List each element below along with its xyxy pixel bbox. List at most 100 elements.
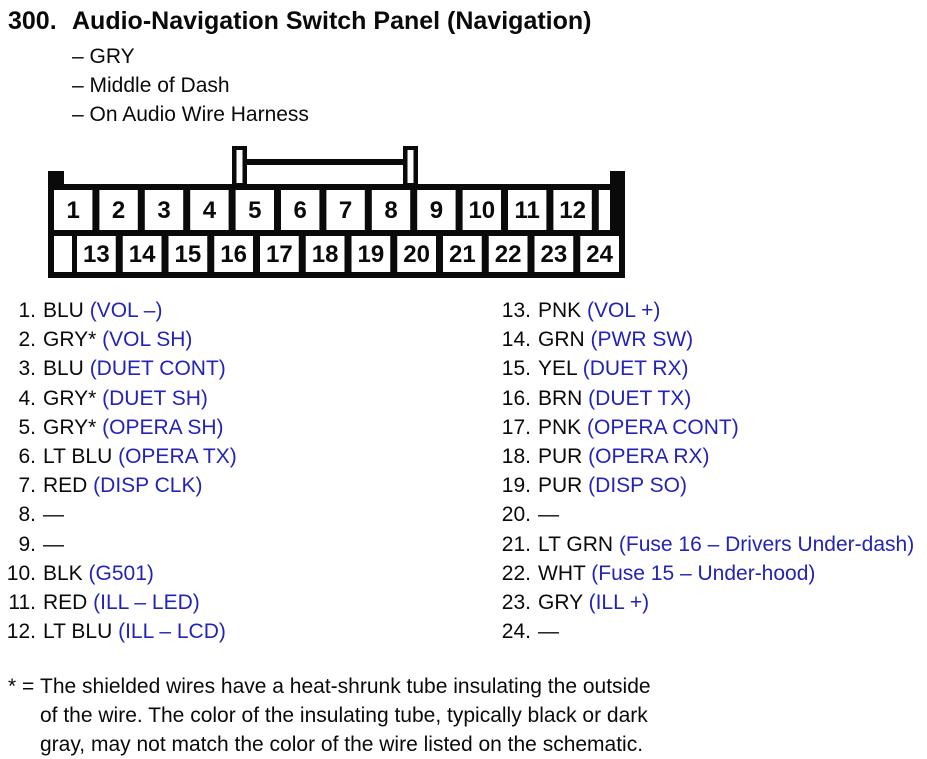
wire-color: — bbox=[538, 620, 559, 644]
connector-pin-cell bbox=[122, 236, 162, 272]
pin-entry: GRY* (OPERA SH) bbox=[43, 416, 224, 439]
pin-row: 6.LT BLU (OPERA TX) bbox=[0, 442, 470, 471]
wire-color: RED bbox=[43, 590, 88, 614]
pin-entry: PUR (OPERA RX) bbox=[538, 445, 710, 468]
footnote-line: The shielded wires have a heat-shrunk tu… bbox=[40, 675, 651, 698]
pin-entry: RED (ILL – LED) bbox=[43, 591, 200, 614]
connector-pin-cell bbox=[534, 236, 574, 272]
connector-pin-label: 1 bbox=[67, 197, 80, 224]
pin-row: 11.RED (ILL – LED) bbox=[0, 588, 470, 617]
signal-name: (ILL – LCD) bbox=[112, 620, 226, 644]
section-number: 300. bbox=[8, 7, 57, 35]
connector-pin-cell bbox=[305, 236, 345, 272]
pin-list-left: 1. BLU (VOL –) 2.GRY* (VOL SH) 3. BLU (DUET … bbox=[0, 296, 470, 646]
pin-number: 13. bbox=[501, 299, 531, 322]
wire-color: — bbox=[43, 532, 64, 556]
pin-number: 10. bbox=[6, 561, 36, 585]
pin-row: 4.GRY* (DUET SH) bbox=[0, 384, 470, 413]
pin-number: 5. bbox=[18, 415, 36, 439]
pin-entry: BLU (VOL –) bbox=[43, 299, 162, 322]
pin-entry: GRN (PWR SW) bbox=[538, 328, 693, 351]
page-title: Audio-Navigation Switch Panel (Navigatio… bbox=[72, 7, 592, 35]
pin-row: 8.— bbox=[0, 500, 470, 529]
connector-pin-cell bbox=[443, 236, 482, 272]
pin-row: 22. WHT (Fuse 15 – Under-hood) bbox=[497, 559, 927, 588]
connector-pin-cell bbox=[553, 190, 592, 230]
connector-pin-label: 6 bbox=[294, 197, 307, 224]
signal-name: (VOL +) bbox=[581, 299, 661, 322]
connector-pin-label: 16 bbox=[220, 241, 247, 268]
pin-number: 24. bbox=[501, 620, 531, 644]
pin-number: 15. bbox=[501, 357, 531, 381]
pin-row: 17. PNK (OPERA CONT) bbox=[497, 413, 927, 442]
connector-pin-cell bbox=[462, 190, 501, 230]
pin-row: 14.GRN (PWR SW) bbox=[497, 325, 927, 354]
connector-pin-cell bbox=[168, 236, 208, 272]
pin-number: 16. bbox=[501, 386, 531, 410]
wire-color: PUR bbox=[538, 444, 583, 468]
wire-color: PNK bbox=[538, 415, 582, 439]
pin-number: 19. bbox=[501, 474, 531, 498]
pin-entry: WHT (Fuse 15 – Under-hood) bbox=[538, 562, 815, 585]
signal-name: (DUET CONT) bbox=[83, 357, 226, 381]
connector-pin-cell bbox=[235, 190, 274, 230]
pin-number: 17. bbox=[501, 415, 531, 439]
connector-pin-cell bbox=[351, 236, 391, 272]
page-header: 300. Audio-Navigation Switch Panel (Navi… bbox=[0, 6, 927, 38]
connector-pin-cell bbox=[144, 190, 184, 230]
pin-entry: RED (DISP CLK) bbox=[43, 474, 203, 497]
signal-name: (ILL +) bbox=[582, 590, 650, 614]
note-connector-color: – GRY bbox=[72, 45, 135, 68]
signal-name: (OPERA TX) bbox=[112, 444, 237, 468]
connector-pin-cell bbox=[77, 236, 116, 272]
pin-number: 7. bbox=[18, 474, 36, 498]
pin-row: 13. PNK (VOL +) bbox=[497, 296, 927, 325]
pin-row: 2.GRY* (VOL SH) bbox=[0, 325, 470, 354]
connector-blank-cell bbox=[54, 236, 72, 272]
pin-entry: PUR (DISP SO) bbox=[538, 474, 687, 497]
connector-pin-label: 4 bbox=[203, 197, 217, 224]
pin-entry: BLU (DUET CONT) bbox=[43, 357, 226, 380]
signal-name: (OPERA CONT) bbox=[581, 415, 739, 439]
connector-pin-label: 3 bbox=[157, 197, 170, 224]
pin-entry: — bbox=[538, 503, 559, 526]
pin-number: 9. bbox=[18, 532, 36, 556]
pin-entry: LT BLU (OPERA TX) bbox=[43, 445, 237, 468]
pin-number: 22. bbox=[501, 561, 531, 585]
connector-pin-cell bbox=[54, 190, 93, 230]
pin-entry: BRN (DUET TX) bbox=[538, 387, 691, 410]
connector-pin-cell bbox=[580, 236, 619, 272]
wire-color: GRY* bbox=[43, 386, 97, 410]
connector-pin-cell bbox=[281, 190, 320, 230]
wire-color: PUR bbox=[538, 474, 583, 498]
pin-number: 20. bbox=[501, 503, 531, 527]
pin-entry: GRY (ILL +) bbox=[538, 591, 649, 614]
connector-pin-label: 7 bbox=[339, 197, 352, 224]
pin-row: 21.LT GRN (Fuse 16 – Drivers Under-dash) bbox=[497, 530, 927, 559]
signal-name: (ILL – LED) bbox=[87, 590, 200, 614]
pin-number: 3. bbox=[18, 357, 36, 381]
shielded-wire-footnote: * = The shielded wires have a heat-shrun… bbox=[8, 672, 651, 759]
pin-number: 18. bbox=[501, 444, 531, 468]
wire-color: PNK bbox=[538, 299, 582, 322]
footnote-marker: * = bbox=[8, 675, 35, 698]
signal-name: (VOL SH) bbox=[96, 328, 193, 352]
pin-number: 12. bbox=[6, 620, 36, 644]
note-connector-harness: – On Audio Wire Harness bbox=[72, 103, 309, 126]
pin-row: 24. — bbox=[497, 617, 927, 646]
pin-number: 1. bbox=[18, 299, 36, 322]
note-connector-location: – Middle of Dash bbox=[72, 74, 230, 97]
pin-row: 3. BLU (DUET CONT) bbox=[0, 354, 470, 383]
wire-color: YEL bbox=[538, 357, 577, 381]
pin-entry: LT BLU (ILL – LCD) bbox=[43, 620, 226, 643]
signal-name: (Fuse 15 – Under-hood) bbox=[585, 561, 816, 585]
connector-pin-cell bbox=[326, 190, 365, 230]
wire-color: — bbox=[538, 503, 559, 527]
pin-row: 10.BLK (G501) bbox=[0, 559, 470, 588]
connector-pin-cell bbox=[190, 190, 229, 230]
connector-pin-cell bbox=[397, 236, 436, 272]
pin-row: 12. LT BLU (ILL – LCD) bbox=[0, 617, 470, 646]
